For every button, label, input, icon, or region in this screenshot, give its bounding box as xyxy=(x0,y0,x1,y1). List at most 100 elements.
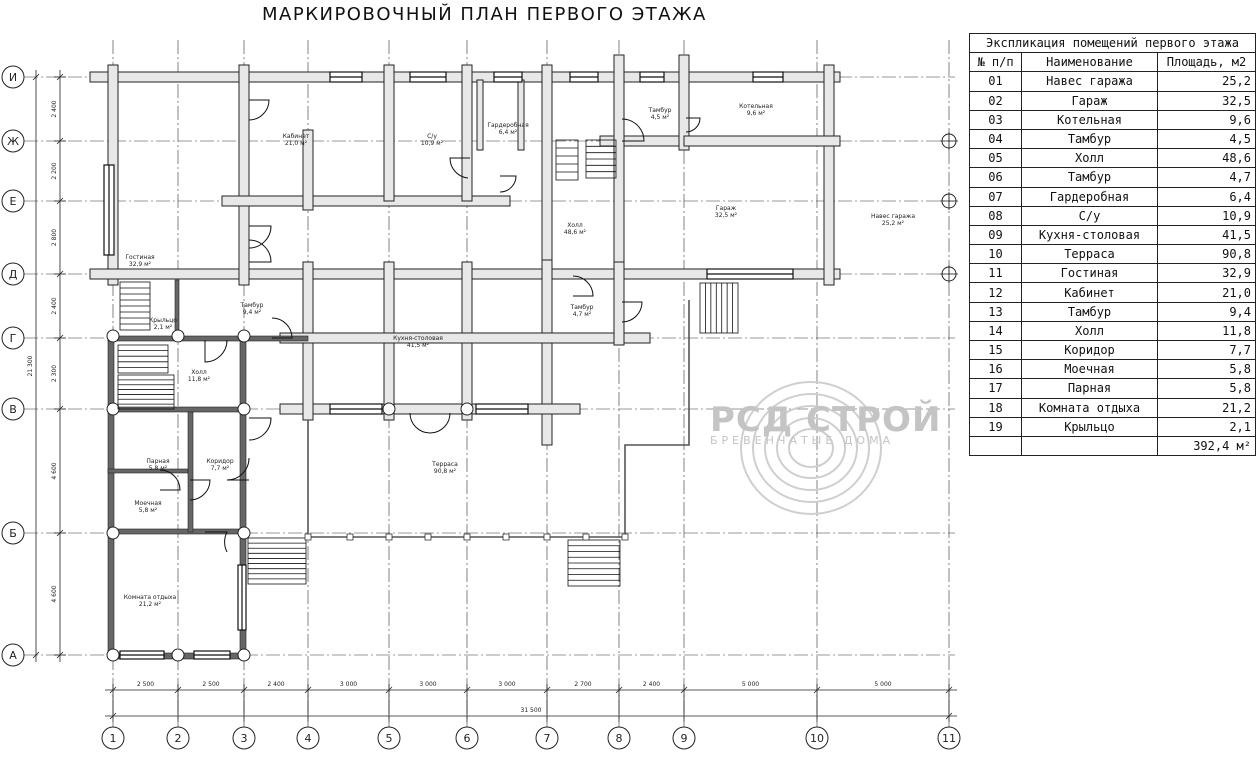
cell-name: Тамбур xyxy=(1021,167,1158,188)
dimension-label: 2 500 xyxy=(202,681,219,688)
cell-name: Кухня-столовая xyxy=(1021,224,1158,246)
axis-marker xyxy=(1,521,25,545)
room-area: 25,2 м² xyxy=(882,220,905,227)
cell-num: 06 xyxy=(969,167,1022,188)
cell-area: 2,1 xyxy=(1157,416,1256,437)
cell-name: С/у xyxy=(1021,205,1158,226)
cell-num: 18 xyxy=(969,397,1022,418)
axis-marker xyxy=(1,129,25,153)
post xyxy=(543,533,551,541)
axis-marker xyxy=(166,726,190,750)
room-name: Терраса xyxy=(431,461,458,468)
column-joints xyxy=(106,329,474,662)
cell-num: 13 xyxy=(969,301,1022,322)
post xyxy=(582,533,590,541)
axis-marker xyxy=(455,726,479,750)
cell-num: 08 xyxy=(969,205,1022,226)
room-area: 21,2 м² xyxy=(139,601,162,608)
explication-header-row: № п/п Наименование Площадь, м2 xyxy=(969,52,1256,73)
wall xyxy=(221,195,511,207)
axis-label-row: Д xyxy=(9,268,18,281)
post xyxy=(463,533,471,541)
joint xyxy=(460,402,474,416)
wall xyxy=(279,332,651,344)
door xyxy=(204,339,228,363)
cell-num: 02 xyxy=(969,90,1022,111)
cell-name: Кабинет xyxy=(1021,282,1158,303)
cell-area: 4,7 xyxy=(1157,167,1256,188)
room-name: Холл xyxy=(567,222,583,229)
stair xyxy=(117,344,169,374)
cell-num: 14 xyxy=(969,320,1022,342)
cell-name: Комната отдыха xyxy=(1021,397,1158,418)
cell-area: 4,5 xyxy=(1157,128,1256,150)
joint xyxy=(237,526,251,540)
header-area: Площадь, м2 xyxy=(1157,52,1256,73)
axis-label-col: 10 xyxy=(810,732,824,745)
cell-name: Терраса xyxy=(1021,244,1158,265)
dimension-label: 2 300 xyxy=(51,365,58,382)
total-num xyxy=(969,435,1022,457)
dimension-label: 2 800 xyxy=(51,229,58,246)
axis-marker xyxy=(937,726,961,750)
axis-label-col: 11 xyxy=(942,732,956,745)
post xyxy=(621,533,629,541)
axis-label-col: 5 xyxy=(386,732,393,745)
axis-marker xyxy=(607,726,631,750)
cell-area: 90,8 xyxy=(1157,244,1256,265)
room-name: Холл xyxy=(191,369,207,376)
door xyxy=(159,469,181,491)
joint xyxy=(382,402,396,416)
watermark-brand: РСД СТРОЙ xyxy=(710,400,942,440)
door xyxy=(271,317,293,339)
cell-name: Парная xyxy=(1021,378,1158,399)
cell-area: 32,9 xyxy=(1157,263,1256,284)
cell-area: 7,7 xyxy=(1157,339,1256,361)
axis-marker xyxy=(805,726,829,750)
room-area: 6,4 м² xyxy=(499,129,518,136)
room-area: 9,6 м² xyxy=(747,110,766,117)
header-name: Наименование xyxy=(1021,52,1158,73)
dimension-label: 3 000 xyxy=(340,681,357,688)
cell-name: Котельная xyxy=(1021,109,1158,130)
wall xyxy=(476,79,484,151)
dimension-label: 2 200 xyxy=(51,162,58,179)
room-name: Котельная xyxy=(739,103,773,110)
cell-num: 15 xyxy=(969,339,1022,361)
wall xyxy=(279,403,581,415)
terrace-railing xyxy=(307,300,690,538)
dimension-label: 5 000 xyxy=(742,681,759,688)
axis-marker xyxy=(1,326,25,350)
room-area: 10,9 м² xyxy=(421,140,444,147)
cell-name: Гараж xyxy=(1021,90,1158,111)
dimension-total: 31 500 xyxy=(521,707,542,714)
room-name: С/у xyxy=(427,133,437,140)
post xyxy=(385,533,393,541)
dimension-label: 2 400 xyxy=(643,681,660,688)
axis-label-col: 8 xyxy=(616,732,623,745)
room-area: 21,0 м² xyxy=(285,140,308,147)
room-name: Парная xyxy=(146,458,170,465)
cell-area: 21,2 xyxy=(1157,397,1256,418)
cell-area: 25,2 xyxy=(1157,71,1256,92)
stair xyxy=(699,282,739,334)
cell-name: Тамбур xyxy=(1021,301,1158,322)
room-name: Гостиная xyxy=(125,254,155,261)
cell-name: Коридор xyxy=(1021,339,1158,361)
axis-label-row: Ж xyxy=(7,135,19,148)
room-area: 7,7 м² xyxy=(211,465,230,472)
cell-num: 03 xyxy=(969,109,1022,130)
cell-area: 6,4 xyxy=(1157,186,1256,207)
